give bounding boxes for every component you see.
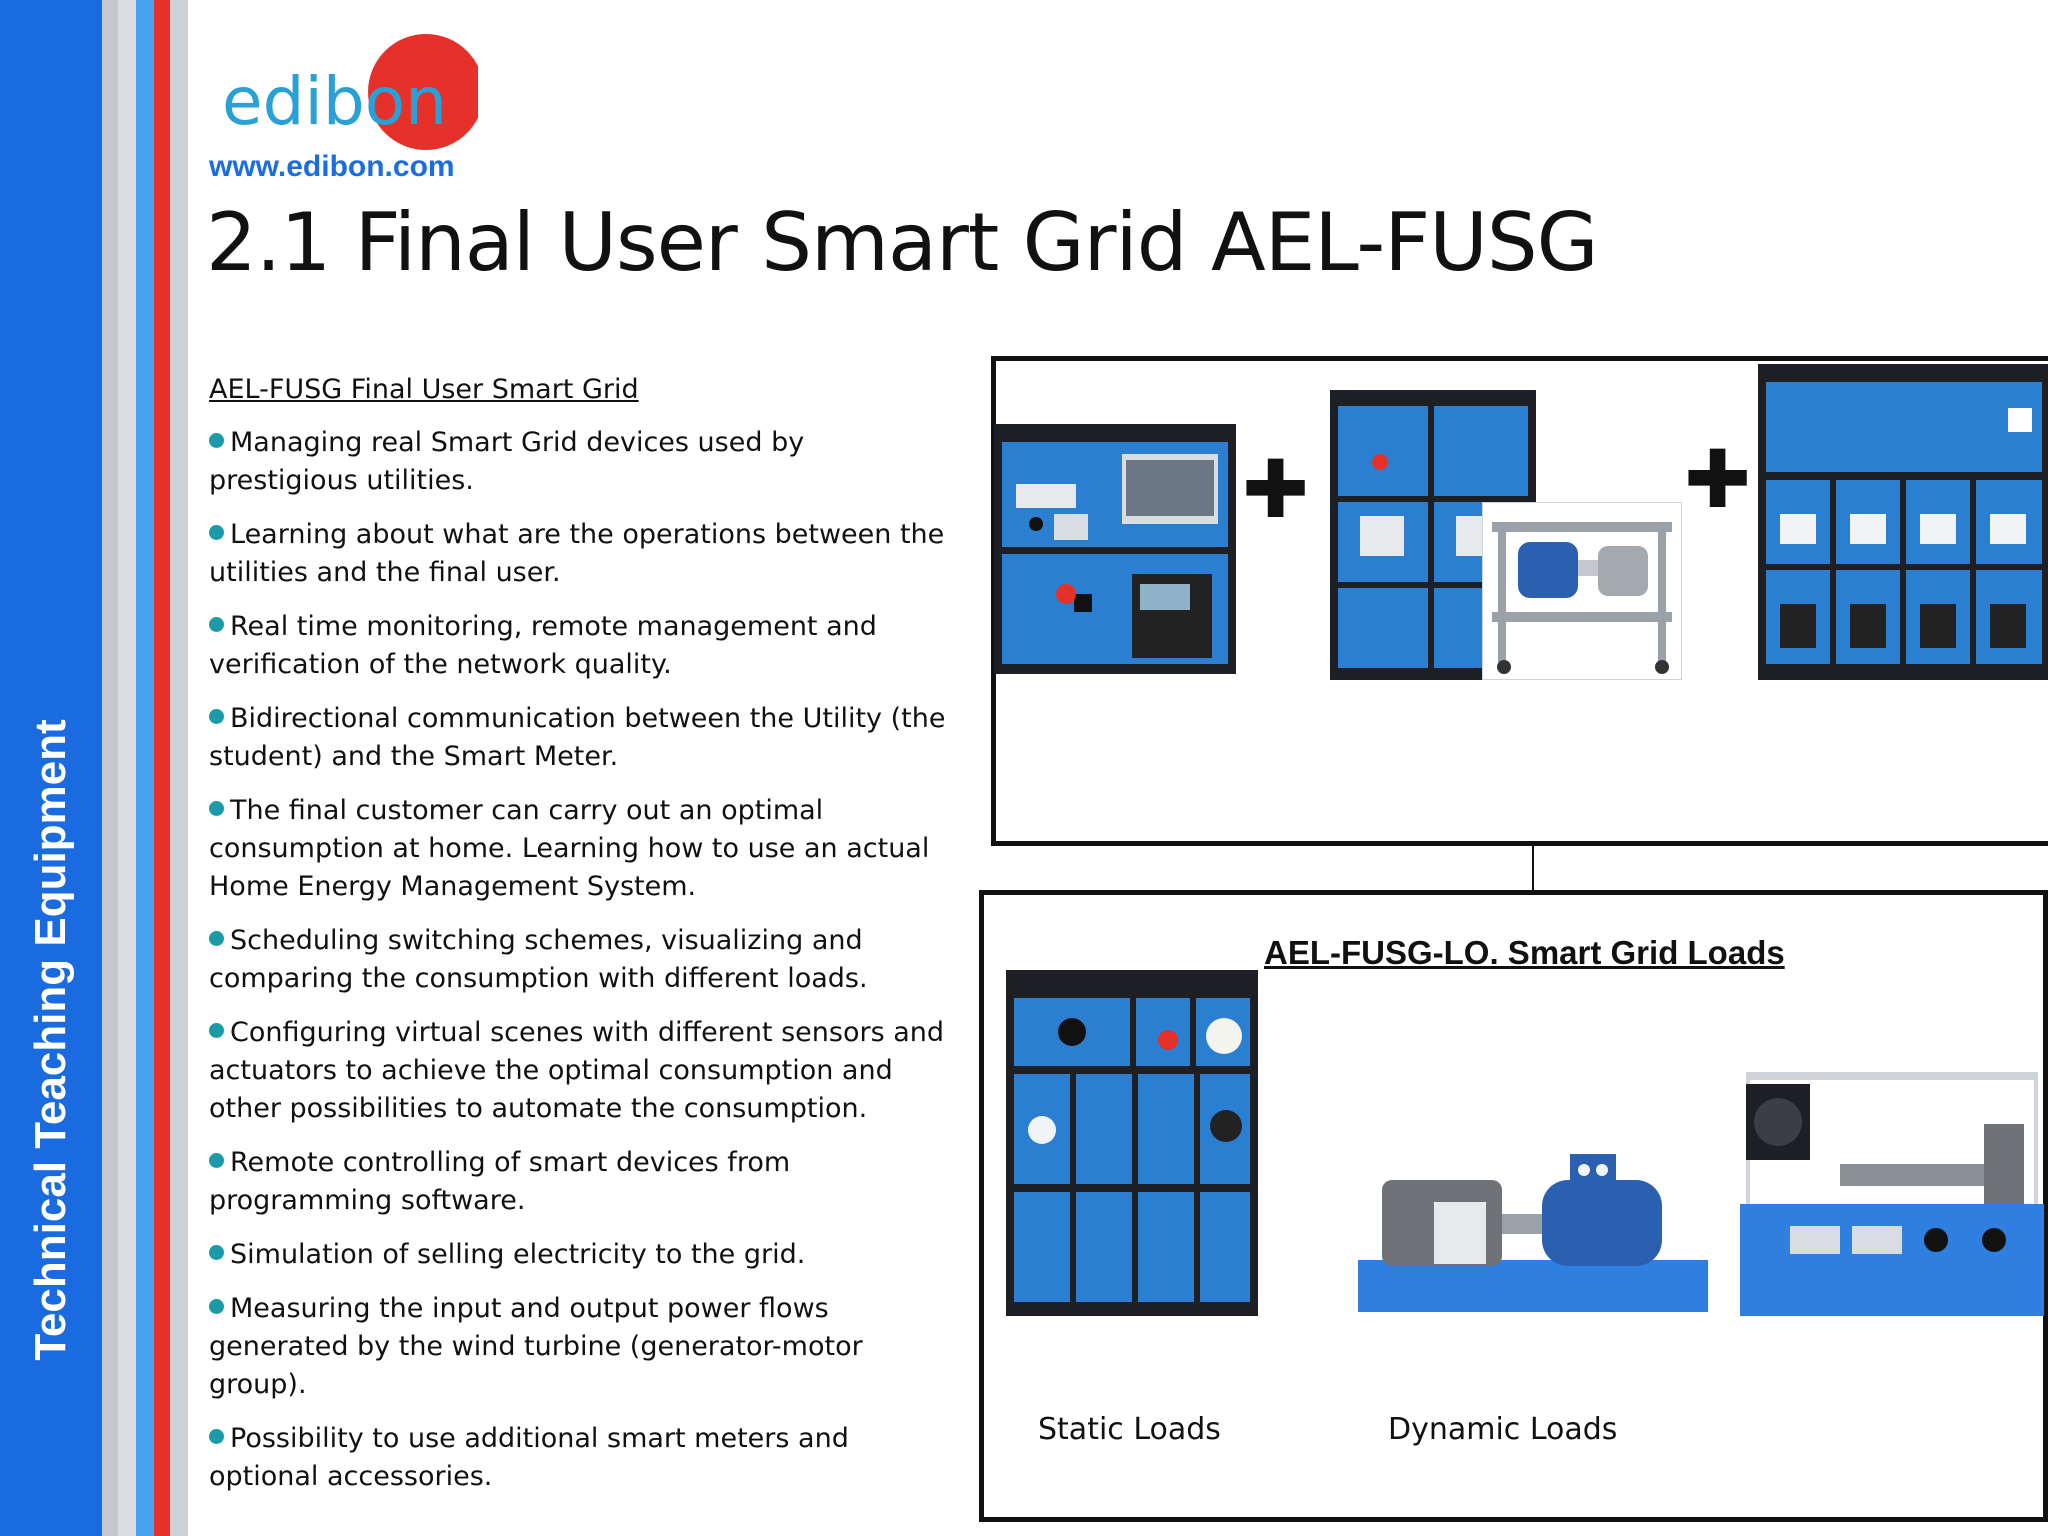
list-item: Simulation of selling electricity to the… (209, 1236, 949, 1274)
edibon-logo: edibon (218, 32, 484, 150)
page-title: 2.1 Final User Smart Grid AEL-FUSG (206, 196, 1599, 289)
plus-icon: ✚ (1242, 443, 1310, 536)
list-item: Measuring the input and output power flo… (209, 1290, 949, 1404)
bullet-icon (209, 433, 224, 448)
bullet-icon (209, 801, 224, 816)
list-item-text: Bidirectional communication between the … (209, 703, 946, 772)
sidebar-strip-blue (0, 0, 102, 1536)
bullet-icon (209, 1153, 224, 1168)
connector-line (1532, 846, 1534, 890)
loads-title: AEL-FUSG-LO. Smart Grid Loads (1264, 934, 1785, 971)
list-item-text: The final customer can carry out an opti… (209, 795, 930, 902)
list-item-text: Simulation of selling electricity to the… (230, 1239, 806, 1270)
plus-icon: ✚ (1684, 433, 1752, 526)
list-item: Configuring virtual scenes with differen… (209, 1014, 949, 1128)
bullet-icon (209, 709, 224, 724)
list-item: Bidirectional communication between the … (209, 700, 949, 776)
list-item-text: Scheduling switching schemes, visualizin… (209, 925, 868, 994)
list-item-text: Learning about what are the operations b… (209, 519, 945, 588)
list-item-text: Possibility to use additional smart mete… (209, 1423, 849, 1492)
feature-list: Managing real Smart Grid devices used by… (209, 424, 949, 1512)
equipment-box (991, 356, 2048, 846)
sidebar-strip-gray-right (170, 0, 188, 1536)
list-item: Remote controlling of smart devices from… (209, 1144, 949, 1220)
list-item: Managing real Smart Grid devices used by… (209, 424, 949, 500)
list-item: Possibility to use additional smart mete… (209, 1420, 949, 1496)
bullet-icon (209, 1023, 224, 1038)
bullet-icon (209, 1245, 224, 1260)
list-item-text: Configuring virtual scenes with differen… (209, 1017, 945, 1124)
list-item: Learning about what are the operations b… (209, 516, 949, 592)
motor-group-image (1481, 501, 1683, 681)
dynamic-loads-caption: Dynamic Loads (1388, 1412, 1618, 1447)
list-item-text: Managing real Smart Grid devices used by… (209, 427, 805, 496)
bullet-icon (209, 1299, 224, 1314)
list-item-text: Remote controlling of smart devices from… (209, 1147, 791, 1216)
sidebar-strip-red (154, 0, 170, 1536)
list-item-text: Measuring the input and output power flo… (209, 1293, 863, 1400)
sidebar-title-text: Technical Teaching Equipment (26, 719, 75, 1361)
bullet-icon (209, 525, 224, 540)
edibon-logo-graphic: edibon (222, 34, 484, 150)
static-loads-image (1006, 970, 1258, 1316)
list-item: The final customer can carry out an opti… (209, 792, 949, 906)
sidebar-strip-gray-light (118, 0, 136, 1536)
sidebar-strip-gray (102, 0, 118, 1536)
list-item-text: Real time monitoring, remote management … (209, 611, 877, 680)
sidebar-title: Technical Teaching Equipment (0, 0, 102, 1536)
control-panel-image-3 (1758, 364, 2048, 680)
bullet-icon (209, 617, 224, 632)
static-loads-caption: Static Loads (1038, 1412, 1221, 1447)
website-url[interactable]: www.edibon.com (209, 150, 455, 183)
section-subheading: AEL-FUSG Final User Smart Grid (209, 374, 639, 405)
heater-fan-load-image (1740, 1064, 2044, 1324)
bullet-icon (209, 931, 224, 946)
logo-text: edibon (222, 63, 447, 140)
list-item: Real time monitoring, remote management … (209, 608, 949, 684)
list-item: Scheduling switching schemes, visualizin… (209, 922, 949, 998)
loads-box (979, 890, 2048, 1522)
bullet-icon (209, 1429, 224, 1444)
dynamic-loads-image (1358, 1140, 1708, 1326)
sidebar-strip-light-blue (136, 0, 154, 1536)
control-panel-image-1 (994, 424, 1236, 674)
